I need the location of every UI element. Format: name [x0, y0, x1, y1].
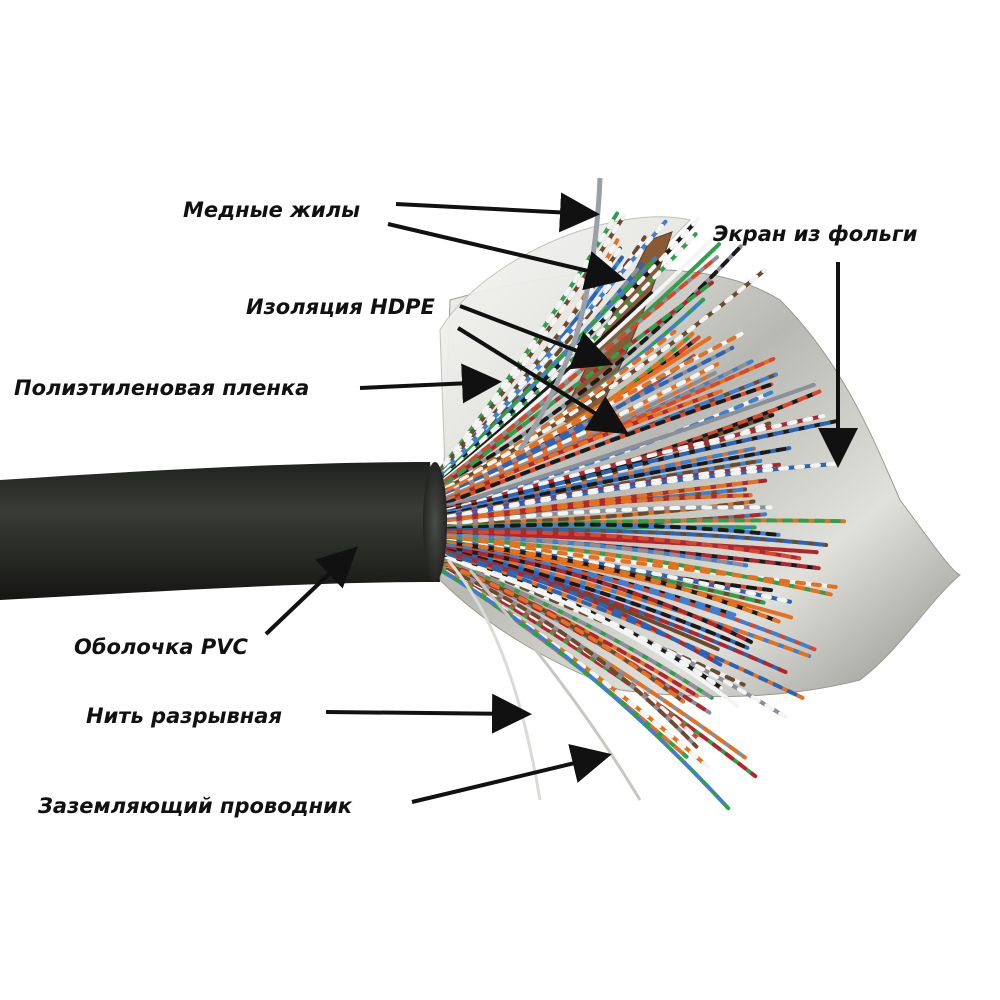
twisted-wire-strand — [438, 562, 758, 779]
twisted-wire-strand — [438, 329, 677, 493]
twisted-wire-strand — [438, 414, 826, 515]
twisted-wire-strand — [438, 256, 658, 481]
twisted-wire-strand — [438, 555, 740, 708]
twisted-wire-strand — [438, 244, 743, 489]
twisted-wire-strand — [438, 216, 701, 483]
twisted-wire-strand — [438, 557, 699, 698]
twisted-wire-strand — [438, 389, 822, 512]
twisted-wire-strand — [438, 527, 829, 547]
label-foil-screen: Экран из фольги — [713, 222, 918, 246]
arrow-pvc — [264, 546, 358, 636]
twisted-wire-strand — [438, 446, 792, 519]
twisted-wire-strand — [438, 505, 773, 528]
arrow-copper-2 — [387, 222, 626, 291]
twisted-wire-strand — [438, 550, 805, 700]
twisted-wire-strand — [438, 564, 699, 749]
twisted-wire-strand — [438, 255, 719, 488]
twisted-wire-strand — [438, 556, 714, 700]
twisted-wire-strand — [438, 461, 837, 522]
twisted-wire-strand — [438, 382, 774, 508]
twisted-wire-strand — [438, 255, 719, 488]
label-hdpe-insulation: Изоляция HDPE — [246, 295, 435, 319]
twisted-wire-strand — [438, 544, 812, 658]
arrow-hdpe-2 — [456, 326, 629, 435]
label-pvc-sheath: Оболочка PVC — [74, 635, 248, 659]
twisted-wire-strand — [438, 551, 723, 667]
twisted-wire-strand — [438, 545, 753, 644]
twisted-wire-strand — [438, 534, 839, 589]
rip-cord-thread — [446, 559, 542, 801]
arrow-copper-1 — [395, 192, 600, 233]
ground-conductor-wire — [468, 569, 642, 801]
twisted-wire-strand — [438, 331, 744, 499]
twisted-pair-wires — [438, 211, 847, 811]
label-ground-conductor: Заземляющий проводник — [38, 794, 353, 818]
arrow-ground — [411, 744, 612, 804]
twisted-wire-strand — [438, 493, 753, 525]
arrow-hdpe-1 — [459, 304, 614, 370]
twisted-wire-strand — [438, 244, 743, 489]
twisted-wire-strand — [438, 280, 714, 490]
twisted-wire-strand — [438, 555, 740, 708]
twisted-wire-strand — [438, 560, 685, 704]
label-copper-cores: Медные жилы — [183, 198, 361, 222]
twisted-wire-strand — [438, 219, 668, 479]
twisted-wire-strand — [438, 345, 735, 501]
twisted-wire-strand — [438, 499, 756, 526]
twisted-wire-strand — [438, 419, 839, 516]
twisted-wire-strand — [438, 353, 696, 498]
twisted-wire-strand — [438, 529, 819, 555]
twisted-wire-strand — [438, 382, 816, 511]
twisted-wire-strand — [438, 522, 781, 537]
label-polyethylene-film: Полиэтиленовая пленка — [14, 376, 310, 400]
label-rip-cord: Нить разрывная — [86, 704, 282, 728]
twisted-wire-strand — [438, 535, 833, 597]
arrow-rip — [325, 693, 532, 734]
twisted-wire-strand — [438, 533, 749, 568]
twisted-wire-strand — [438, 446, 792, 519]
twisted-wire-strand — [438, 542, 737, 617]
pvc-sheath-end — [423, 462, 447, 582]
callout-arrows — [264, 192, 858, 804]
pvc-sheath-body — [0, 462, 440, 600]
twisted-wire-strand — [438, 541, 781, 624]
twisted-wire-strand — [438, 389, 723, 506]
twisted-wire-strand — [438, 362, 720, 502]
arrow-pe-film — [359, 363, 502, 404]
twisted-wire-strand — [438, 568, 731, 811]
twisted-wire-strand — [438, 530, 802, 561]
twisted-wire-strand — [438, 543, 817, 652]
twisted-wire-strand — [438, 268, 767, 494]
